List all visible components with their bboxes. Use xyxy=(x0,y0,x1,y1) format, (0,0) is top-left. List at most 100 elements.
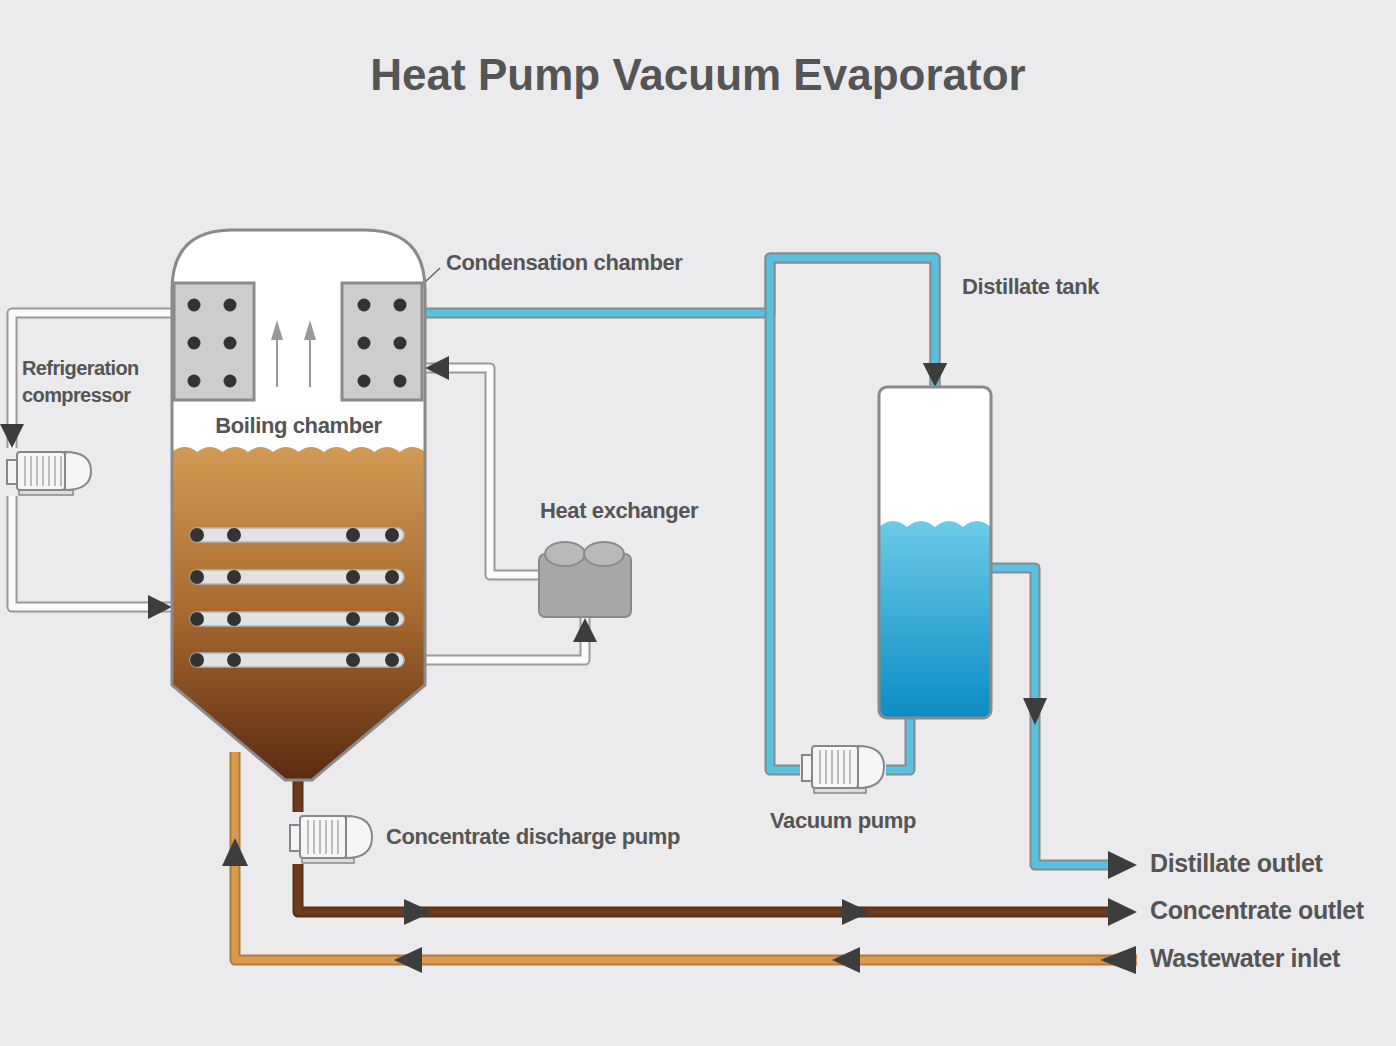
inlet-label: Wastewater inlet xyxy=(1150,944,1340,973)
pump-icon xyxy=(7,452,91,495)
arrow-head xyxy=(573,618,597,642)
vessel-shape-part xyxy=(385,653,399,667)
arrow-head xyxy=(923,363,947,387)
wastewater-inlet-pipe xyxy=(222,752,1137,974)
pump-icon-part xyxy=(331,820,333,854)
tank-shape xyxy=(879,387,991,718)
pump-icon-part xyxy=(300,816,346,858)
pump-icon-part xyxy=(843,750,845,784)
vessel-shape-part xyxy=(172,230,425,780)
part-label: Distillate tank xyxy=(962,274,1099,300)
pump-icon xyxy=(290,816,372,863)
pump-icon-part xyxy=(290,825,300,851)
pipe-fill xyxy=(295,780,302,812)
concentrate-outlet-pipe-part xyxy=(298,864,1112,912)
distillate-outlet-pipe xyxy=(991,568,1137,879)
pipe-connector xyxy=(0,313,172,448)
pump-icon-part xyxy=(325,820,327,854)
pipe-outline xyxy=(886,718,910,770)
pump-icon-part xyxy=(48,456,50,486)
arrow-head xyxy=(148,595,172,619)
vessel-shape-part xyxy=(224,299,237,312)
pump-icon-part xyxy=(36,456,38,486)
vessel-shape-part xyxy=(385,570,399,584)
pump-icon xyxy=(802,746,884,793)
vessel-shape-part xyxy=(174,283,254,400)
diagram-title: Heat Pump Vacuum Evaporator xyxy=(0,50,1396,100)
pump-icon-part xyxy=(24,456,26,486)
vessel-shape-part xyxy=(224,337,237,350)
pump-icon-part xyxy=(17,452,65,490)
pipe-connector xyxy=(298,780,299,812)
vessel-shape-part xyxy=(224,375,237,388)
vessel-shape-part xyxy=(190,528,404,542)
pipe-outline xyxy=(425,618,585,660)
vessel-shape-part xyxy=(190,528,204,542)
vessel-shape-part xyxy=(172,447,425,780)
concentrate-discharge-pump: Concentrate discharge pump xyxy=(288,812,374,864)
heat-exchanger: Heat exchanger xyxy=(538,540,632,618)
pipe-fill xyxy=(425,258,935,387)
vessel-shape-part xyxy=(394,375,407,388)
concentrate-discharge-pump-icon xyxy=(288,812,374,864)
vessel-shape-part xyxy=(188,299,201,312)
pipe-outline xyxy=(425,258,935,387)
heat-exchanger-shape-part xyxy=(584,542,624,566)
wastewater-inlet-pipe-part xyxy=(1100,946,1136,974)
pipe-fill xyxy=(425,368,538,575)
vessel-shape-part xyxy=(394,337,407,350)
distillate-tank: Distillate tank xyxy=(879,387,991,718)
part-label: Refrigeration compressor xyxy=(22,355,172,409)
pipe-fill xyxy=(425,618,585,660)
concentrate-outlet-pipe-part xyxy=(404,899,432,925)
pump-icon-part xyxy=(802,755,812,781)
refrigeration-compressor: Refrigeration compressor xyxy=(5,448,93,496)
pipe-connector xyxy=(886,718,910,770)
part-label: Condensation chamber xyxy=(446,250,682,276)
pump-icon-part xyxy=(30,456,32,486)
pipe-fill xyxy=(12,313,172,448)
arrow-head xyxy=(923,363,947,387)
vessel-shape-part xyxy=(385,528,399,542)
vessel-shape-part xyxy=(227,653,241,667)
pump-icon-part xyxy=(346,816,372,858)
vessel-shape-part xyxy=(227,612,241,626)
pipe-connector xyxy=(425,356,538,575)
vacuum-pump: Vacuum pump xyxy=(800,742,886,794)
tank-shape-part xyxy=(879,387,991,718)
pipe-outline xyxy=(293,780,304,812)
pipe-outline xyxy=(12,313,172,448)
heat-exchanger-shape xyxy=(539,542,631,617)
distillate-outlet-pipe-part xyxy=(1023,698,1047,725)
distillate-outlet-pipe-part xyxy=(1108,851,1137,879)
pipe-fill xyxy=(886,718,910,770)
pump-icon-part xyxy=(42,456,44,486)
vessel-shape-part xyxy=(309,338,311,387)
arrow-head xyxy=(425,356,449,380)
pump-icon-part xyxy=(337,820,339,854)
pipe-connector xyxy=(425,618,597,660)
distillate-outlet-pipe-part xyxy=(991,568,1112,865)
vessel-shape-part xyxy=(188,337,201,350)
arrow-head xyxy=(0,424,24,448)
vessel-shape xyxy=(172,230,425,780)
vessel-shape-part xyxy=(190,653,404,667)
vessel-shape-part xyxy=(304,320,316,340)
pipe-fill xyxy=(12,496,172,607)
pipe-outline xyxy=(425,368,538,575)
vessel-shape-part xyxy=(172,230,425,780)
vessel-shape-part xyxy=(190,653,204,667)
pump-icon-part xyxy=(849,750,851,784)
wastewater-inlet-pipe-part xyxy=(222,838,248,866)
concentrate-outlet-pipe-part xyxy=(842,899,870,925)
vessel-shape-part xyxy=(358,337,371,350)
vessel-shape-part xyxy=(342,283,422,400)
pipe-connector xyxy=(12,496,172,619)
vessel-shape-part xyxy=(190,612,204,626)
outlet-label: Distillate outlet xyxy=(1150,849,1322,878)
vessel-shape-part xyxy=(346,570,360,584)
vessel-shape-part xyxy=(190,570,404,584)
pump-icon-part xyxy=(819,750,821,784)
pump-icon-part xyxy=(837,750,839,784)
